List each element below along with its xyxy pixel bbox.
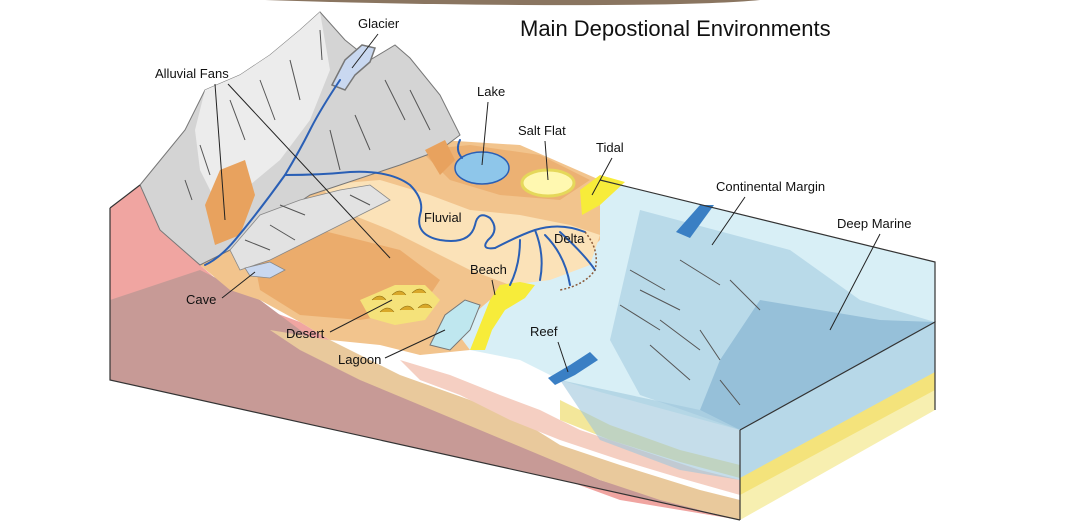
label-cave: Cave (186, 271, 256, 307)
label-continental-margin-text: Continental Margin (716, 179, 825, 194)
label-alluvial-fans-text: Alluvial Fans (155, 66, 229, 81)
salt-flat (520, 168, 576, 198)
top-decorative-strip (265, 0, 760, 6)
label-desert-text: Desert (286, 326, 325, 341)
label-lagoon: Lagoon (338, 329, 446, 367)
beach-sand (470, 282, 535, 350)
lagoon-water (429, 299, 481, 351)
label-tidal: Tidal (591, 140, 624, 196)
lake-inlet (456, 139, 463, 159)
ocean-floor-shadow (560, 380, 740, 480)
strata-tan (270, 330, 740, 520)
label-delta: Delta (554, 231, 585, 246)
lake-water (454, 151, 510, 185)
label-deep-marine: Deep Marine (829, 216, 911, 331)
glacier-ice (330, 44, 376, 91)
tidal-zone (580, 175, 625, 215)
label-alluvial-fans: Alluvial Fans (155, 66, 391, 259)
slope-hatching (619, 259, 761, 406)
label-desert: Desert (286, 299, 393, 341)
label-cave-text: Cave (186, 292, 216, 307)
mountain-highlight (195, 12, 330, 200)
diagram-title: Main Depostional Environments (520, 16, 831, 41)
fluvial-plain (320, 180, 600, 285)
delta-shore (559, 231, 597, 291)
label-lake-text: Lake (477, 84, 505, 99)
label-glacier-text: Glacier (358, 16, 400, 31)
bedrock-front-lower (110, 270, 740, 520)
label-fluvial: Fluvial (424, 210, 462, 225)
label-deep-marine-text: Deep Marine (837, 216, 911, 231)
label-lake: Lake (477, 84, 505, 166)
label-salt-flat-text: Salt Flat (518, 123, 566, 138)
label-continental-margin: Continental Margin (711, 179, 825, 246)
desert-dunes (360, 285, 440, 325)
deep-marine-water (700, 300, 935, 430)
sand-layer-right-base (740, 390, 935, 520)
label-fluvial-text: Fluvial (424, 210, 462, 225)
block-edges (109, 179, 936, 521)
river-network (204, 79, 596, 286)
alluvial-fan-1 (205, 160, 255, 245)
label-tidal-text: Tidal (596, 140, 624, 155)
label-reef-text: Reef (530, 324, 558, 339)
margin-reef-body (676, 205, 714, 238)
alluvial-fan-2 (425, 140, 455, 175)
label-lagoon-text: Lagoon (338, 352, 381, 367)
label-glacier: Glacier (351, 16, 400, 69)
label-beach-text: Beach (470, 262, 507, 277)
label-delta-text: Delta (554, 231, 585, 246)
reef-body (548, 352, 598, 385)
strata-pink (400, 360, 740, 495)
label-reef: Reef (530, 324, 569, 373)
cave-opening (244, 261, 286, 279)
mountain-hatching (184, 29, 431, 251)
label-beach: Beach (470, 262, 507, 296)
label-salt-flat: Salt Flat (518, 123, 566, 181)
mountain-foothills (229, 184, 391, 271)
